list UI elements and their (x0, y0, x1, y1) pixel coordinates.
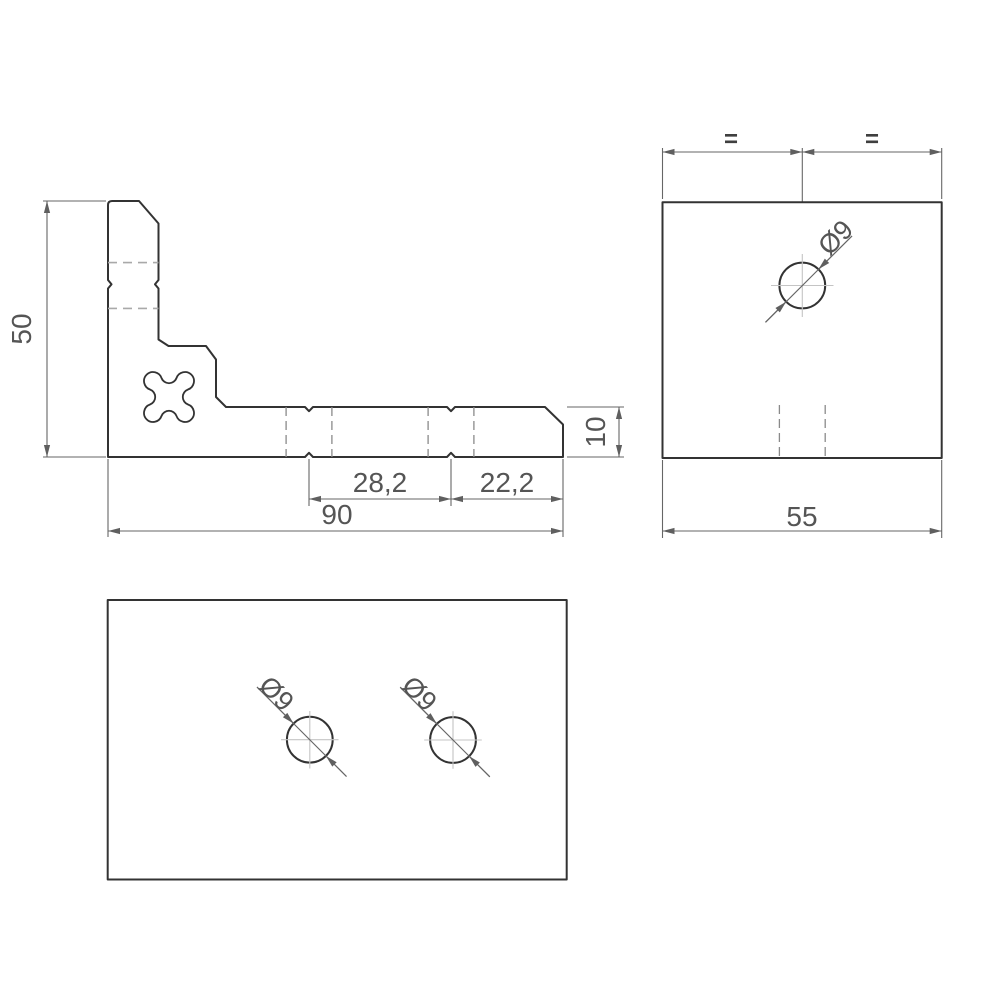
bottom-view: Ø9 Ø9 (106, 599, 568, 881)
side-view: 50 90 28,2 22,2 10 (6, 200, 624, 537)
end-face-outline (661, 201, 943, 459)
dimension-text-groove1: 28,2 (353, 467, 408, 498)
dimension-thickness-10: 10 (567, 406, 624, 458)
dimension-text-height: 50 (6, 313, 37, 344)
cross-slot-hole (143, 371, 195, 423)
equal-symbol-right: = (865, 126, 879, 153)
dimension-text-thickness: 10 (580, 416, 611, 447)
dimension-groove2-22-2: 22,2 (451, 467, 563, 503)
dimension-equal-spacing: = = (661, 126, 943, 199)
dimension-length-90: 90 (107, 459, 564, 537)
side-view-hidden-lines (108, 261, 475, 457)
equal-symbol-left: = (724, 126, 738, 153)
leader-arrow (399, 686, 438, 725)
leader-arrow (818, 235, 853, 270)
dimension-height-50: 50 (6, 200, 106, 458)
bracket-profile-outline (107, 200, 564, 458)
leader-arrow (325, 755, 347, 777)
dimension-groove1-28-2: 28,2 (308, 459, 452, 506)
leader-arrow (468, 755, 491, 778)
dimension-width-55: 55 (661, 460, 943, 538)
dimension-text-groove2: 22,2 (480, 467, 535, 498)
end-view-hidden-lines (778, 405, 826, 458)
dimension-text-width: 55 (786, 501, 817, 532)
end-view: Ø9 = = 55 (661, 126, 943, 538)
dimension-text-length: 90 (321, 499, 352, 530)
leader-arrow (765, 301, 787, 323)
leader-arrow (256, 686, 294, 724)
